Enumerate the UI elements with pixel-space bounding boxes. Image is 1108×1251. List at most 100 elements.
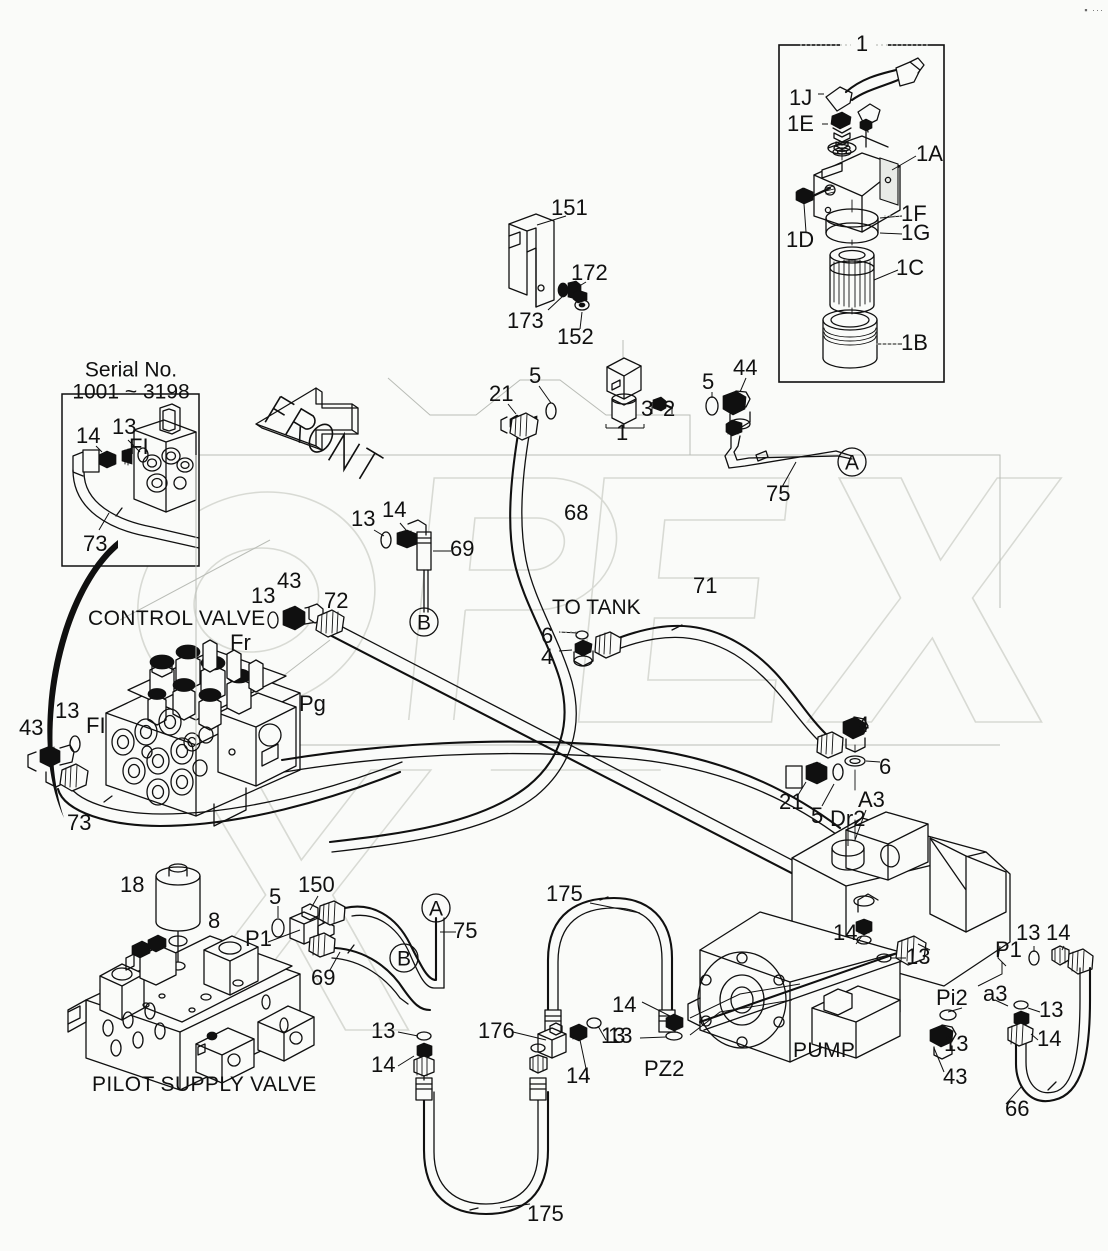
- label-13-lower-left: 13: [371, 1018, 396, 1043]
- part-1A: [813, 135, 901, 233]
- callout-A-top-text: A: [844, 451, 860, 475]
- callout-B-bottom: [389, 943, 419, 973]
- label-14-lower-left: 14: [371, 1052, 396, 1077]
- pilot-face-holes: [102, 979, 289, 1057]
- label-5-filter-right: 5: [702, 369, 715, 394]
- fitting-21-pump: [785, 761, 856, 841]
- hose-68: [328, 412, 577, 853]
- label-1B: 1B: [901, 330, 928, 355]
- label-4-right: 4: [857, 712, 870, 737]
- label-150: 150: [298, 872, 335, 897]
- label-73-serial: 73: [83, 531, 108, 556]
- label-1G: 1G: [901, 220, 931, 245]
- control-valve-assembly: [105, 639, 301, 827]
- label-5-filter-left: 5: [529, 363, 542, 388]
- label-8: 8: [208, 908, 221, 933]
- label-13-tee: 13: [601, 1023, 626, 1048]
- label-a3: a3: [983, 981, 1008, 1006]
- pz2-fittings: [639, 983, 801, 1041]
- label-75-pilot: 75: [453, 918, 478, 943]
- label-P1-pilot: P1: [245, 926, 272, 951]
- label-Dr2: Dr2: [830, 806, 866, 831]
- label-68: 68: [564, 500, 589, 525]
- pilot-supply-valve-assembly: [67, 863, 315, 1091]
- label-14-pump-right: 14: [1046, 920, 1071, 945]
- hardware-172-173-152: [557, 280, 590, 311]
- hose-66: [994, 945, 1094, 1105]
- pump-top-fitting: [853, 893, 879, 945]
- label-5-pump: 5: [811, 803, 824, 828]
- label-1A: 1A: [916, 141, 943, 166]
- label-PZ2: PZ2: [644, 1056, 685, 1081]
- label-1J: 1J: [789, 85, 813, 110]
- callout-B-mid: [409, 607, 439, 637]
- label-Fr: Fr: [230, 630, 251, 655]
- label-1-filter: 1: [616, 420, 629, 445]
- label-151: 151: [551, 195, 588, 220]
- label-172: 172: [571, 260, 608, 285]
- label-13-left: 13: [55, 698, 80, 723]
- pump-assembly: [687, 811, 1011, 1063]
- label-14-hose69: 14: [382, 497, 407, 522]
- bolt-3-2: [652, 396, 674, 412]
- label-1F: 1F: [901, 201, 927, 226]
- label-Pi2: Pi2: [936, 985, 968, 1010]
- label-21-pump: 21: [779, 789, 804, 814]
- label-13-hose69: 13: [351, 506, 376, 531]
- label-1C: 1C: [896, 255, 925, 280]
- label-Pg: Pg: [299, 691, 326, 716]
- corner-mark: ▪ ···: [1084, 5, 1104, 15]
- accumulator-18: [155, 863, 201, 971]
- callout-B-mid-text: B: [416, 611, 432, 635]
- label-P1-pump: P1: [995, 937, 1022, 962]
- label-14-a3: 14: [1037, 1026, 1062, 1051]
- label-13-Fr: 13: [251, 583, 276, 608]
- pump-leaders: [847, 809, 1003, 1073]
- hose-75-top: [724, 419, 853, 488]
- label-13-pump-right: 13: [1016, 920, 1041, 945]
- valve-spools: [147, 639, 264, 731]
- label-A3: A3: [858, 787, 885, 812]
- part-1D: [795, 186, 832, 205]
- hose-175-lower: [397, 1025, 607, 1216]
- serial-caption-line2: 1001 ~ 3198: [72, 380, 190, 404]
- callout-A-bottom: [421, 893, 451, 923]
- mini-hose-73: [72, 447, 200, 549]
- label-13-serial: 13: [112, 414, 137, 439]
- pipe-72: [315, 609, 847, 900]
- label-13-pz2: 13: [608, 1023, 633, 1048]
- label-4-tank: 4: [541, 644, 554, 669]
- label-filter-group-1: 1: [850, 33, 874, 55]
- part-1C: [829, 246, 875, 314]
- label-152: 152: [557, 324, 594, 349]
- label-72: 72: [324, 588, 349, 613]
- fitting-43-left: [27, 735, 403, 828]
- label-5-pilot: 5: [269, 884, 282, 909]
- hose-69-upper: [373, 519, 451, 613]
- serial-caption-line1: Serial No.: [84, 358, 178, 382]
- label-73-left: 73: [67, 810, 92, 835]
- label-13-pi2: 13: [944, 1031, 969, 1056]
- label-3-filter: 3: [641, 396, 654, 421]
- label-13-a3: 13: [1039, 997, 1064, 1022]
- label-69-upper: 69: [450, 536, 475, 561]
- label-14-pump-top: 14: [833, 920, 858, 945]
- label-14-pz2: 14: [612, 992, 637, 1017]
- pump-flange: [697, 951, 787, 1049]
- label-14-tee: 14: [566, 1063, 591, 1088]
- caption-pilot-supply-valve: PILOT SUPPLY VALVE: [92, 1073, 317, 1096]
- label-66: 66: [1005, 1096, 1030, 1121]
- caption-to-tank: TO TANK: [552, 596, 641, 619]
- pilot-outlet-fittings: [267, 895, 456, 1012]
- label-176: 176: [478, 1018, 515, 1043]
- label-1E: 1E: [787, 111, 814, 136]
- elbow-4-right: [842, 716, 881, 767]
- front-arrow: [255, 387, 384, 480]
- bracket-assembly: [508, 213, 590, 330]
- label-1D: 1D: [786, 227, 815, 252]
- mini-ports: [142, 447, 194, 493]
- pilot-coil-stack: [125, 934, 177, 986]
- label-14-serial: 14: [76, 423, 101, 448]
